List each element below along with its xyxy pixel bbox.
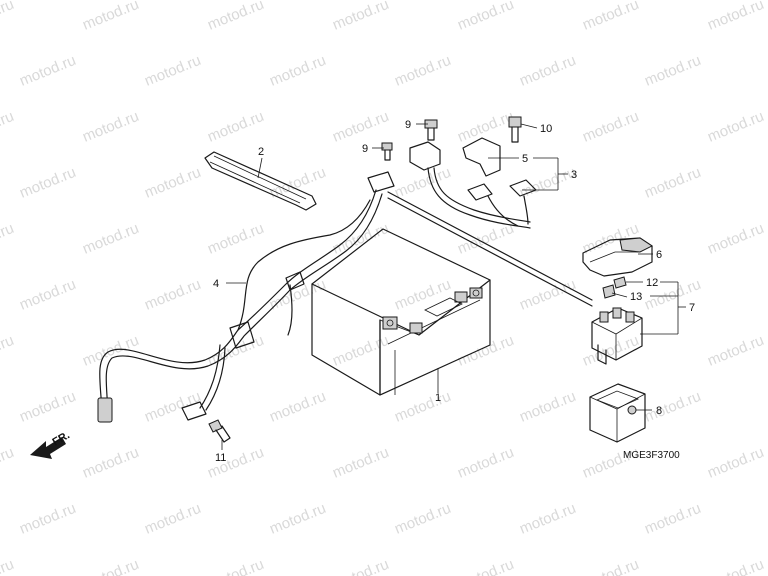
watermark-text: motod.ru xyxy=(0,556,16,576)
watermark-text: motod.ru xyxy=(267,500,328,538)
watermark-text: motod.ru xyxy=(267,388,328,426)
watermark-text: motod.ru xyxy=(330,556,391,576)
watermark-text: motod.ru xyxy=(267,52,328,90)
watermark-text: motod.ru xyxy=(517,52,578,90)
fuse-12[interactable] xyxy=(613,276,627,289)
sub-harness[interactable] xyxy=(409,137,537,229)
watermark-text: motod.ru xyxy=(80,108,141,146)
watermark-text: motod.ru xyxy=(392,500,453,538)
callout-7: 7 xyxy=(689,302,695,314)
watermark-text: motod.ru xyxy=(580,556,641,576)
front-direction-label: FR. xyxy=(51,429,72,448)
callout-9b: 9 xyxy=(405,119,411,131)
watermark-text: motod.ru xyxy=(17,52,78,90)
callout-10: 10 xyxy=(540,123,552,135)
watermark-text: motod.ru xyxy=(642,52,703,90)
callout-4: 4 xyxy=(213,278,219,290)
watermark-text: motod.ru xyxy=(330,220,391,258)
watermark-text: motod.ru xyxy=(330,332,391,370)
watermark-text: motod.ru xyxy=(580,108,641,146)
fuse-13[interactable] xyxy=(602,284,616,299)
watermark-text: motod.ru xyxy=(392,388,453,426)
watermark-text: motod.ru xyxy=(705,556,766,576)
callout-9a: 9 xyxy=(362,143,368,155)
leader-lines xyxy=(221,123,686,450)
watermark-text: motod.ru xyxy=(580,0,641,34)
watermark-text: motod.ru xyxy=(205,0,266,34)
watermark-text: motod.ru xyxy=(517,164,578,202)
watermark-text: motod.ru xyxy=(0,220,16,258)
watermark-text: motod.ru xyxy=(0,108,16,146)
watermark-text: motod.ru xyxy=(142,500,203,538)
callout-12: 12 xyxy=(646,277,658,289)
watermark-text: motod.ru xyxy=(642,500,703,538)
watermark-text: motod.ru xyxy=(0,0,16,34)
callout-6: 6 xyxy=(656,249,662,261)
watermark-text: motod.ru xyxy=(392,276,453,314)
battery-band[interactable] xyxy=(204,151,317,211)
watermark-text: motod.ru xyxy=(80,444,141,482)
watermark-text: motod.ru xyxy=(705,444,766,482)
callout-11: 11 xyxy=(215,452,226,464)
bolt-11[interactable] xyxy=(208,419,231,443)
bolt-9-right[interactable] xyxy=(424,119,438,141)
watermark-text: motod.ru xyxy=(330,0,391,34)
watermark-text: motod.ru xyxy=(205,332,266,370)
watermark-text: motod.ru xyxy=(80,556,141,576)
watermark-text: motod.ru xyxy=(705,0,766,34)
watermark-text: motod.ru xyxy=(80,220,141,258)
callout-1: 1 xyxy=(435,392,441,404)
bolt-9-left[interactable] xyxy=(381,142,393,161)
watermark-text: motod.ru xyxy=(517,388,578,426)
watermark-text: motod.ru xyxy=(330,444,391,482)
battery[interactable] xyxy=(311,228,491,396)
watermark-text: motod.ru xyxy=(142,52,203,90)
diagram-code: MGE3F3700 xyxy=(623,450,680,461)
relay-cover[interactable] xyxy=(582,237,653,277)
watermark-text: motod.ru xyxy=(17,164,78,202)
watermark-text: motod.ru xyxy=(517,276,578,314)
watermark-text: motod.ru xyxy=(330,108,391,146)
watermark-text: motod.ru xyxy=(142,388,203,426)
watermark-text: motod.ru xyxy=(392,52,453,90)
watermark-text: motod.ru xyxy=(80,0,141,34)
watermark-text: motod.ru xyxy=(0,332,16,370)
watermark-text: motod.ru xyxy=(705,108,766,146)
callout-8: 8 xyxy=(656,405,662,417)
watermark-text: motod.ru xyxy=(17,276,78,314)
callout-13: 13 xyxy=(630,291,642,303)
watermark-text: motod.ru xyxy=(455,444,516,482)
watermark-text: motod.ru xyxy=(205,108,266,146)
watermark-text: motod.ru xyxy=(455,0,516,34)
watermark-text: motod.ru xyxy=(455,332,516,370)
watermark-text: motod.ru xyxy=(142,276,203,314)
watermark-text: motod.ru xyxy=(642,164,703,202)
watermark-text: motod.ru xyxy=(267,276,328,314)
watermark-text: motod.ru xyxy=(17,500,78,538)
wire-harness[interactable] xyxy=(97,171,593,423)
watermark-text: motod.ru xyxy=(205,220,266,258)
callout-labels: 1 2 3 4 5 6 7 8 9 9 10 11 12 13 xyxy=(213,119,695,464)
watermark-text: motod.ru xyxy=(642,388,703,426)
watermark-text: motod.ru xyxy=(205,556,266,576)
callout-3: 3 xyxy=(571,169,577,181)
starter-relay[interactable] xyxy=(591,307,643,365)
relay-holder[interactable] xyxy=(589,383,646,443)
front-direction-arrow: FR. xyxy=(30,429,72,459)
watermark-text: motod.ru xyxy=(705,332,766,370)
callout-5: 5 xyxy=(522,153,528,165)
watermark-text: motod.ru xyxy=(17,388,78,426)
callout-2: 2 xyxy=(258,146,264,158)
watermark-text: motod.ru xyxy=(142,164,203,202)
watermark-text: motod.ru xyxy=(705,220,766,258)
watermark-text: motod.ru xyxy=(455,556,516,576)
watermark-text: motod.ru xyxy=(0,444,16,482)
watermark-text: motod.ru xyxy=(517,500,578,538)
bolt-10[interactable] xyxy=(508,116,522,143)
